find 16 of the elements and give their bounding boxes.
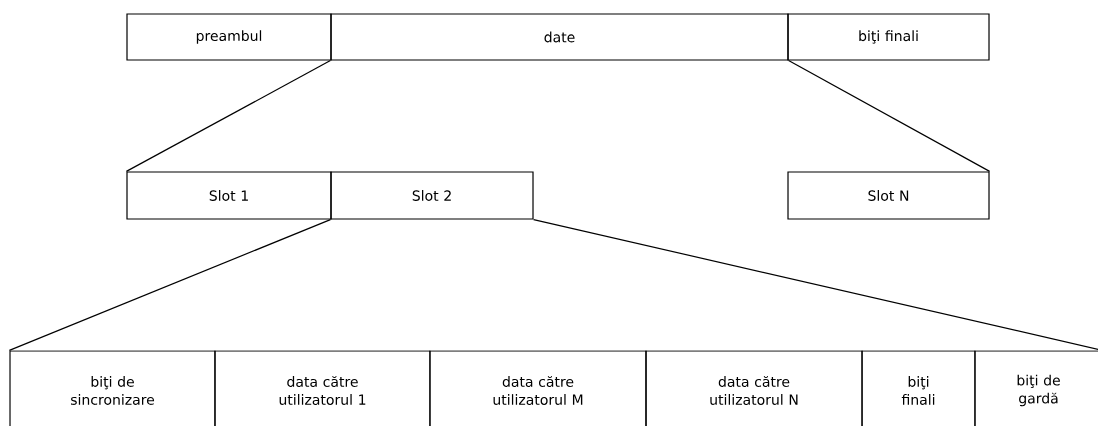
frame-field: biţi de gardă: [974, 350, 1098, 426]
expansion-line: [533, 219, 1098, 351]
frame-field: data către utilizatorul 1: [214, 350, 431, 426]
frame-field: date: [330, 13, 789, 61]
frame-field: Slot 1: [126, 171, 332, 220]
expansion-line: [788, 60, 991, 172]
expansion-line: [125, 60, 331, 172]
frame-field: data către utilizatorul M: [429, 350, 647, 426]
frame-field: data către utilizatorul N: [645, 350, 863, 426]
frame-field: Slot 2: [330, 171, 534, 220]
expansion-line: [8, 219, 331, 351]
frame-field: biţi finali: [861, 350, 976, 426]
frame-field: preambul: [126, 13, 332, 61]
frame-field: biţi finali: [787, 13, 990, 61]
frame-field: Slot N: [787, 171, 990, 220]
frame-field: biţi de sincronizare: [9, 350, 216, 426]
